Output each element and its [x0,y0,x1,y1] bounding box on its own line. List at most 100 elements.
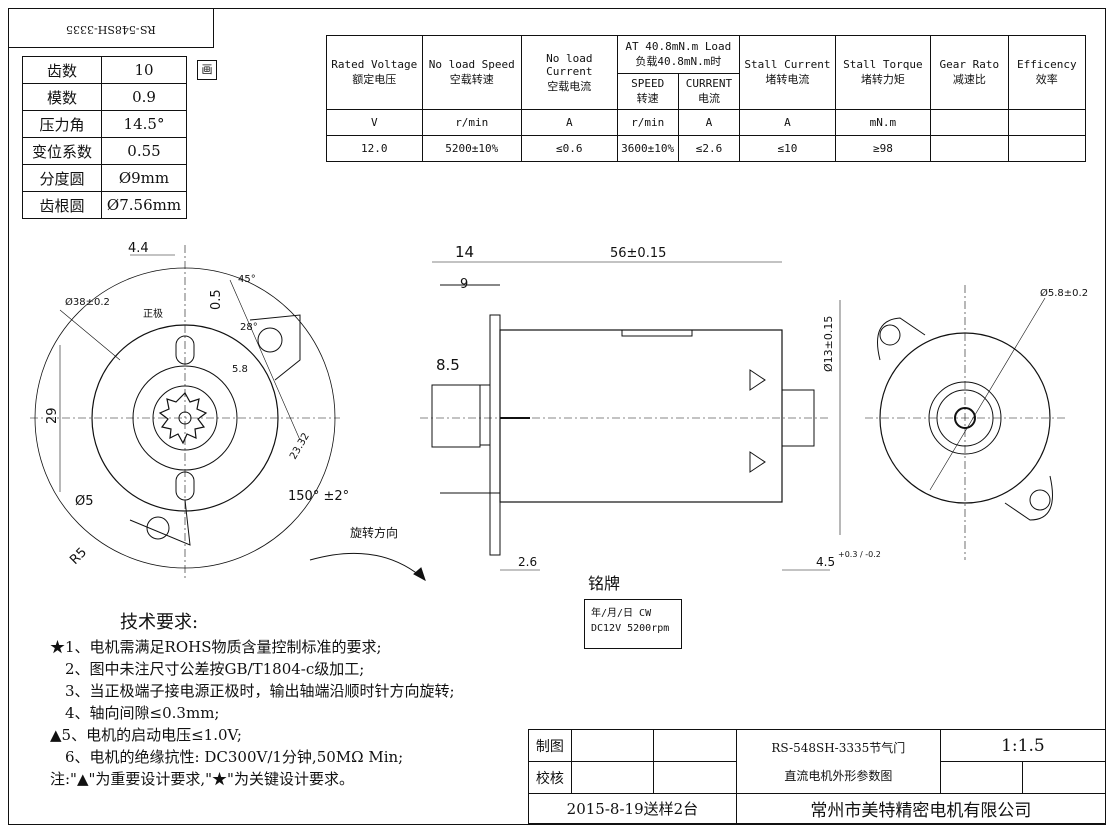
dim-4-5: 4.5 [816,555,835,569]
gear-housing [479,384,491,446]
requirement-item: 3、当正极端子接电源正极时，输出轴端沿顺时针方向旋转; [50,682,455,700]
rear-ear-bottom [1004,475,1053,521]
value-cell [930,135,1009,162]
gear-value: 10 [101,56,187,84]
tb-blank-2 [1022,761,1106,794]
flange [489,314,501,556]
rotation-arrow [309,552,426,581]
gear-label: 模数 [22,83,102,111]
spec-table: Rated Voltage 额定电压 No load Speed 空载转速 No… [326,35,1087,162]
motor-body [499,329,783,503]
rear-ear-top [877,317,926,361]
dim-23-32: 23.32 [288,431,312,461]
dim-5-8: Ø5.8±0.2 [1040,287,1088,299]
dim-28: 28° [240,322,258,333]
requirement-item: 6、电机的绝缘抗性: DC300V/1分钟,50MΩ Min; [50,748,404,766]
mount-hole-top [257,327,283,353]
header-efficiency: Efficency 效率 [1007,35,1087,110]
tb-part-cell: RS-548SH-3335节气门 直流电机外形参数图 [735,729,941,794]
pinion-gear [158,392,208,445]
gear-label: 齿根圆 [22,191,102,219]
gear-label: 变位系数 [22,137,102,165]
header-current: CURRENT 电流 [677,73,741,110]
unit-cell: A [677,109,741,136]
unit-cell: A [739,109,836,136]
body-tab [621,329,693,337]
mount-ear-top [249,314,301,381]
dim-5: Ø5 [75,494,94,509]
gear-label: 压力角 [22,110,102,138]
tb-checked-label: 校核 [528,761,572,794]
dim-150: 150° ±2° [288,489,349,504]
tb-drawn-value[interactable] [570,729,655,762]
dim-2-6: 2.6 [518,555,537,569]
arrow-mark-top [749,369,766,391]
gear-label: 分度圆 [22,164,102,192]
requirement-item: ▲5、电机的启动电压≤1.0V; [50,726,242,744]
value-cell: 3600±10% [616,135,679,162]
tb-desc: 直流电机外形参数图 [784,768,893,783]
mount-ear-bottom [129,499,191,546]
nameplate-line1: 年/月/日 CW [591,608,652,619]
nameplate-box: 年/月/日 CW DC12V 5200rpm [584,599,682,649]
tb-part: RS-548SH-3335节气门 [771,740,906,755]
unit-cell: mN.m [834,109,932,136]
requirement-item: 注:"▲"为重要设计要求,"★"为关键设计要求。 [50,770,354,788]
drawing-frame [8,8,1106,825]
value-cell: 12.0 [326,135,423,162]
rear-bearing [781,389,815,447]
table-icon-label: 画 [201,63,213,76]
value-cell: ≥98 [834,135,932,162]
nameplate-title: 铭牌 [588,574,621,593]
front-view [30,245,340,580]
dim-5-8-leader [929,297,1046,491]
header-stall-torque: Stall Torque 堵转力矩 [834,35,932,110]
part-stamp: RS-548SH-3335 [8,8,214,48]
rotation-arrow-head [413,567,426,582]
dim-r5: R5 [67,545,90,568]
requirement-item: 4、轴向间隙≤0.3mm; [50,704,220,722]
dim-14: 14 [455,243,474,261]
dim-13: Ø13±0.15 [822,316,835,372]
dim-8-5: 8.5 [436,356,460,374]
dim-45: 45° [238,274,256,285]
pinion-side [431,384,481,448]
unit-cell: A [521,109,618,136]
title-block: 制图 RS-548SH-3335节气门 直流电机外形参数图 1:1.5 校核 2… [528,729,1107,824]
requirements-list: ★1、电机需满足ROHS物质含量控制标准的要求; 2、图中未注尺寸公差按GB/T… [50,636,455,790]
dim-4-5-tol: +0.3 / -0.2 [838,550,881,559]
label-rotation: 旋转方向 [350,525,398,540]
tb-company: 常州市美特精密电机有限公司 [735,793,1107,824]
dim-56: 56±0.15 [610,246,666,261]
nameplate-line2: DC12V 5200rpm [591,623,670,634]
requirement-item: ★1、电机需满足ROHS物质含量控制标准的要求; [50,638,382,656]
rear-hole-top [879,324,901,346]
dim-4-4: 4.4 [128,241,149,256]
dim-5-8a: 5.8 [232,364,248,375]
header-no-load-current: No load Current 空载电流 [521,35,618,110]
gear-value: 0.55 [101,137,187,165]
gear-value: Ø9mm [101,164,187,192]
gear-value: Ø7.56mm [101,191,187,219]
tb-checked-date[interactable] [653,761,737,794]
tb-date-note: 2015-8-19送样2台 [528,793,737,824]
dim-0-5: 0.5 [209,289,224,310]
side-view [420,261,841,571]
table-icon[interactable]: 画 [197,60,217,80]
value-cell [1007,135,1087,162]
tb-drawn-label: 制图 [528,729,572,762]
unit-cell [1007,109,1087,136]
tb-drawn-date[interactable] [653,729,737,762]
value-cell: ≤0.6 [521,135,618,162]
dim-9: 9 [460,277,468,292]
value-cell: ≤10 [739,135,836,162]
tb-checked-value[interactable] [570,761,655,794]
